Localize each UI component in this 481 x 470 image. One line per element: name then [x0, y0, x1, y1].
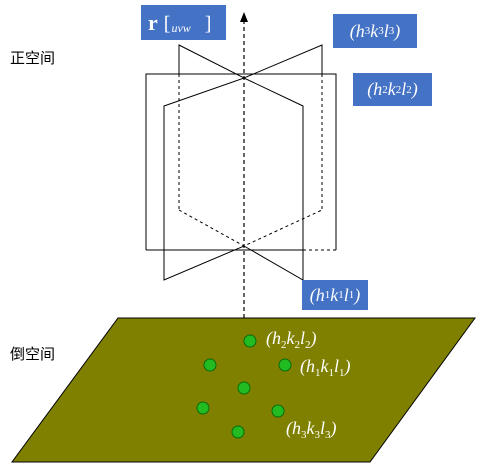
plane-h3k3l3	[178, 44, 323, 247]
point-h3k3l3	[231, 425, 245, 439]
point-h2k2l2	[243, 334, 257, 348]
plane-h1k1l1	[163, 77, 304, 281]
point-c	[196, 401, 210, 415]
axis-arrow	[240, 12, 248, 22]
point-a	[203, 358, 217, 372]
point-label-h3k3l3: (h3k3l3)	[286, 418, 337, 441]
point-label-h1k1l1: (h1k1l1)	[300, 356, 351, 379]
point-h1k1l1	[278, 358, 292, 372]
reciprocal-points	[196, 334, 292, 439]
real-space-label: 正空间	[10, 49, 56, 67]
axis-vector: r	[148, 9, 158, 35]
axis-close-bracket: ]	[204, 13, 212, 35]
point-d	[271, 404, 285, 418]
axis-label-box: r [ uvw ]	[141, 5, 226, 40]
reciprocal-space-label: 倒空间	[10, 345, 56, 363]
point-label-h2k2l2: (h2k2l2)	[266, 328, 317, 351]
point-b	[237, 381, 251, 395]
axis-index: uvw	[171, 21, 191, 35]
plane-h2k2l2	[145, 73, 337, 251]
axis-open-bracket: [	[163, 13, 171, 35]
